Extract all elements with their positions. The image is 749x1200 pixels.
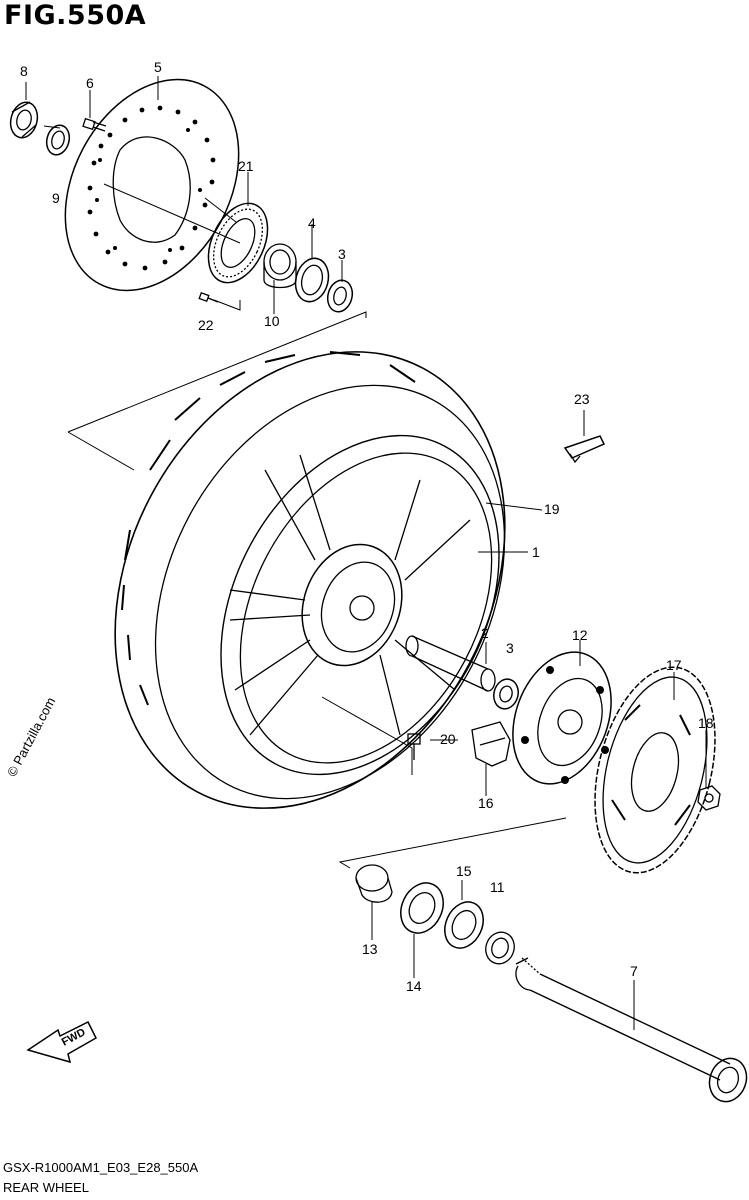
brake-disc <box>64 78 240 292</box>
dust-seal <box>294 257 330 303</box>
callout-2: 2 <box>481 625 489 641</box>
wheel-bearing-sprocket-side <box>400 882 444 934</box>
callout-12: 12 <box>572 627 588 643</box>
collar-spacer <box>355 864 393 903</box>
sensor-rotor <box>207 202 269 284</box>
callout-16: 16 <box>478 795 494 811</box>
oil-seal <box>9 101 39 139</box>
axle-collar <box>485 931 515 965</box>
sprocket-drum <box>512 651 612 785</box>
callout-15: 15 <box>456 863 472 879</box>
wheel-damper <box>471 721 511 767</box>
callout-labels: 8 6 5 9 21 4 3 22 10 23 19 1 2 3 12 17 1… <box>20 59 714 994</box>
wheel-spacer <box>263 243 297 289</box>
callout-3b: 3 <box>506 640 514 656</box>
callout-10: 10 <box>264 313 280 329</box>
rear-axle <box>515 957 748 1103</box>
diagram-caption: REAR WHEEL <box>3 1180 89 1195</box>
axle-spacer <box>405 635 496 692</box>
callout-6: 6 <box>86 75 94 91</box>
wheel-bearing-right <box>493 678 519 710</box>
callout-1: 1 <box>532 544 540 560</box>
callout-19: 19 <box>544 501 560 517</box>
callout-18: 18 <box>698 715 714 731</box>
fwd-arrow-icon <box>26 1020 97 1064</box>
rear-wheel <box>220 434 500 776</box>
rear-sprocket <box>594 666 716 874</box>
spacer-ring <box>45 124 71 156</box>
callout-3a: 3 <box>338 246 346 262</box>
figure-title: FIG.550A <box>4 0 147 31</box>
balance-weight <box>563 435 606 464</box>
callout-7: 7 <box>630 963 638 979</box>
rear-tire <box>114 351 506 809</box>
leader-lines <box>25 76 707 1030</box>
callout-4: 4 <box>308 215 316 231</box>
callout-22: 22 <box>198 317 214 333</box>
grease-seal <box>444 901 484 949</box>
damper-bolt <box>407 733 421 760</box>
reference-lines <box>43 125 567 869</box>
callout-23: 23 <box>574 391 590 407</box>
wheel-bearing-left <box>326 279 354 313</box>
callout-14: 14 <box>406 978 422 994</box>
callout-5: 5 <box>154 59 162 75</box>
disc-bolt <box>82 117 107 132</box>
sprocket-nut <box>697 785 721 811</box>
callout-20: 20 <box>440 731 456 747</box>
callout-11: 11 <box>490 879 505 895</box>
diagram-code: GSX-R1000AM1_E03_E28_550A <box>3 1160 199 1175</box>
callout-17: 17 <box>666 657 682 673</box>
callout-13: 13 <box>362 941 378 957</box>
callout-8: 8 <box>20 63 28 79</box>
callout-9: 9 <box>52 190 60 206</box>
callout-21: 21 <box>238 158 254 174</box>
